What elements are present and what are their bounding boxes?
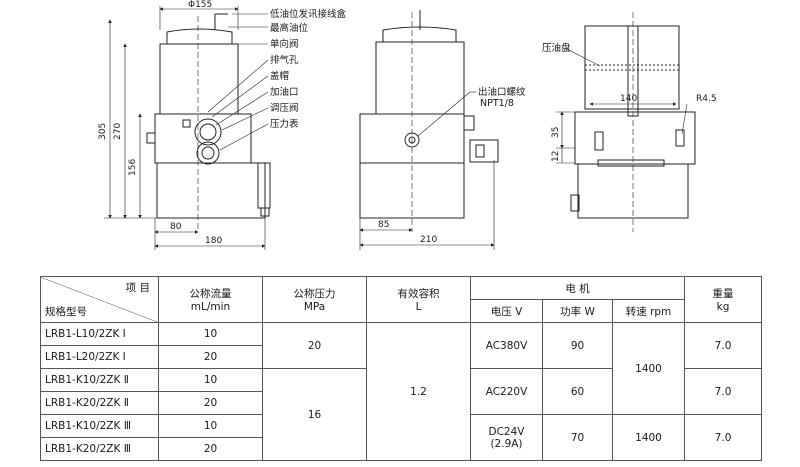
header-speed: 转速 rpm [611,299,686,323]
label-cap: 盖帽 [270,70,289,82]
label-low-level-box: 低油位发讯接线盒 [270,8,347,20]
cell-weight: 7.0 [684,368,763,415]
label-press-plate: 压油盘 [542,42,571,54]
cell-voltage: AC220V [470,368,543,415]
cell-weight: 7.0 [684,322,763,369]
header-item: 项 目 [125,282,150,294]
section-view [556,12,696,232]
cell-weight: 7.0 [684,414,763,461]
dim-diameter: Φ155 [188,0,212,10]
cell-speed: 1400 [611,322,686,415]
label-fill-port: 加油口 [270,86,299,98]
cell-model: LRB1-K20/2ZK Ⅲ [40,437,159,461]
dim-140: 140 [620,94,637,104]
dim-r45: R4.5 [696,94,717,104]
header-power: 功率 W [542,299,613,323]
cell-model: LRB1-K20/2ZK Ⅱ [40,391,159,415]
engineering-drawing: Φ155 低油位发讯接线盒 最高油位 单向阀 排气孔 盖帽 加油口 调压阀 压力… [98,0,717,250]
cell-flow: 20 [158,345,263,369]
front-view [104,6,271,250]
table-row: LRB1-K10/2ZK Ⅱ 10 16 AC220V 60 7.0 [40,368,763,461]
label-pressure-valve: 调压阀 [270,102,299,114]
cell-model: LRB1-L10/2ZK Ⅰ [40,322,159,346]
header-voltage: 电压 V [470,299,543,323]
cell-speed: 1400 [611,414,686,461]
table-row: LRB1-K20/2ZK Ⅲ 20 [40,437,762,461]
table-row: LRB1-L10/2ZK Ⅰ 10 20 1.2 AC380V 90 1400 … [40,322,763,461]
cell-model: LRB1-L20/2ZK Ⅰ [40,345,159,369]
cell-voltage: DC24V(2.9A) [470,414,543,461]
cell-model: LRB1-K10/2ZK Ⅲ [40,414,159,438]
table-row: LRB1-K20/2ZK Ⅱ 20 [40,391,762,415]
label-max-level: 最高油位 [270,22,309,34]
label-check-valve: 单向阀 [270,38,299,50]
cell-pressure: 20 [262,322,367,369]
dim-85: 85 [378,220,389,230]
dim-270: 270 [113,123,123,140]
cell-flow: 10 [158,368,263,392]
cell-voltage: AC380V [470,322,543,369]
cell-flow: 20 [158,437,263,461]
dim-35: 35 [551,127,561,138]
cell-power: 70 [542,414,613,461]
cell-power: 90 [542,322,613,369]
header-item-model: 项 目 规格型号 [40,276,159,323]
cell-pressure: 16 [262,368,367,461]
label-vent: 排气孔 [270,54,299,66]
header-model: 规格型号 [45,306,87,318]
table-row: LRB1-K10/2ZK Ⅲ 10 DC24V(2.9A) 70 1400 7.… [40,414,763,461]
dim-180: 180 [205,236,222,246]
dim-305: 305 [98,123,108,140]
cell-volume: 1.2 [366,322,471,461]
table-row: LRB1-L20/2ZK Ⅰ 20 [40,345,762,369]
header-motor: 电 机 [469,276,686,300]
cell-flow: 10 [158,414,263,438]
dim-210: 210 [420,235,437,245]
side-view [359,10,499,250]
label-gauge: 压力表 [270,118,299,130]
dim-80: 80 [170,222,182,232]
label-npt: NPT1/8 [480,98,514,109]
label-outlet: 出油口螺纹 [478,86,526,98]
cell-model: LRB1-K10/2ZK Ⅱ [40,368,159,392]
dim-12: 12 [551,151,561,162]
dim-156: 156 [128,159,138,176]
cell-flow: 20 [158,391,263,415]
cell-power: 60 [542,368,613,415]
cell-flow: 10 [158,322,263,346]
